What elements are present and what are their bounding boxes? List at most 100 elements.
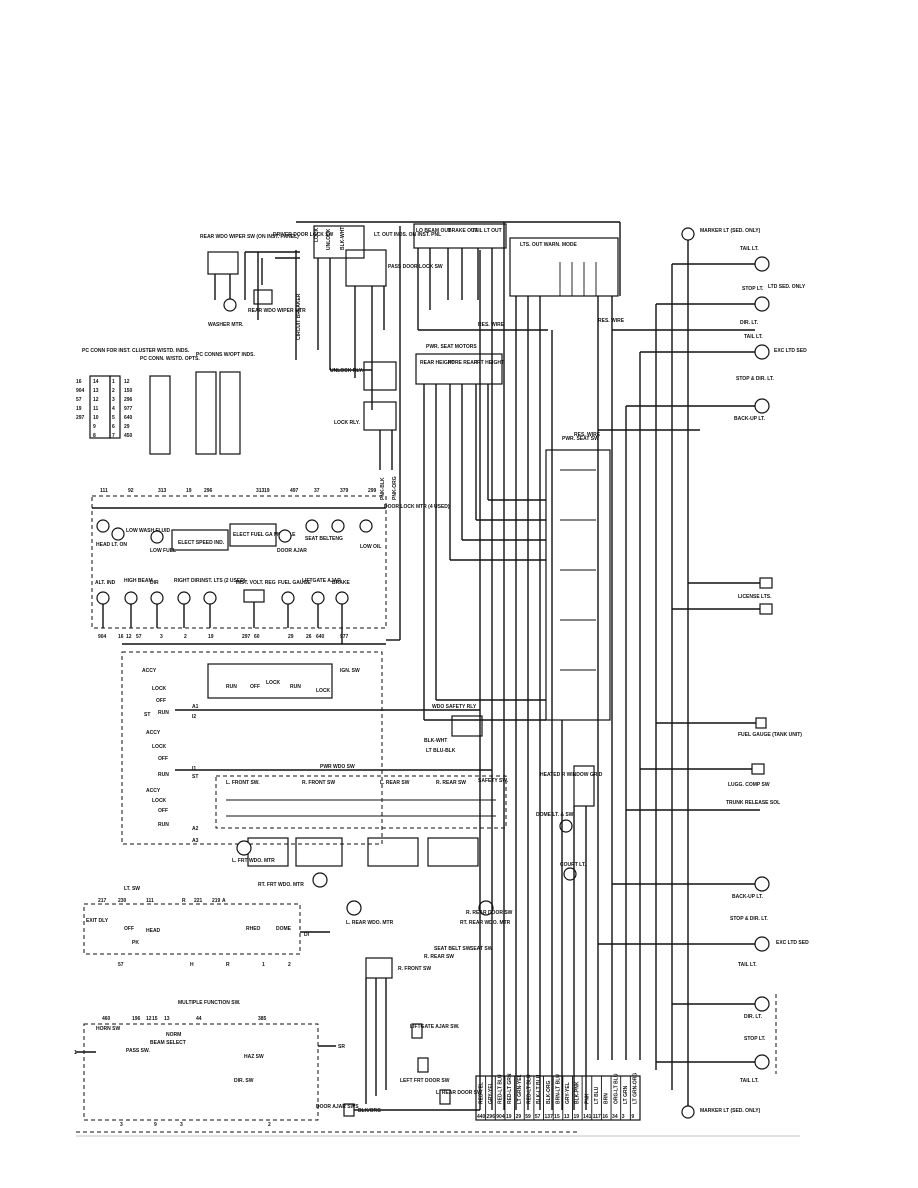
cluster-top-num: 299 (368, 488, 377, 494)
cluster-top-num: 92 (128, 488, 134, 494)
svg-text:RUN: RUN (158, 772, 169, 778)
connector-wire-color: BLK-PNK (575, 1081, 581, 1104)
cluster-bottom-num: 3 (160, 634, 163, 640)
low-wash-fluid-label: LOW WASH FLUID (126, 528, 171, 534)
seat-belt-label: SEAT BELT (305, 536, 332, 542)
svg-text:ST: ST (192, 774, 198, 780)
rear-wdo-wiper-sw (207, 251, 239, 275)
connector-wire-color: BLK-ORG (546, 1081, 552, 1104)
inst-volt-reg-label: INST. VOLT. REG (236, 580, 276, 586)
svg-text:1: 1 (74, 1050, 77, 1056)
haz-sw-label: HAZ SW (244, 1054, 264, 1060)
unlock-relay (363, 361, 397, 391)
ign-sw-label: IGN. SW (340, 668, 360, 674)
pc-conn-cell: 297 (76, 415, 85, 421)
dir-label: DIR (150, 580, 159, 586)
wdo-safety-rly-label: WDO SAFETY RLY (432, 704, 477, 710)
dir-lt-label-2: DIR. LT. (744, 1014, 763, 1020)
pwr-seat-sw-label: PWR. SEAT SW (562, 436, 599, 442)
pc-conn-cell: 6 (112, 424, 115, 430)
svg-text:LOCK: LOCK (266, 680, 281, 686)
cluster-bottom-num: 297 (242, 634, 251, 640)
right-bus-lines (597, 240, 760, 1106)
lt-sw-terminal: 219 (212, 898, 221, 904)
l-frt-wdo-mtr-label: L. FRT WDO. MTR (232, 858, 275, 864)
connector-wire-color: LT GRN-ORG (633, 1073, 639, 1104)
out-indicator-box (413, 223, 507, 249)
brake-label: BRAKE (332, 580, 350, 586)
eng-lamp (331, 519, 345, 533)
brake-out-label: BRAKE OUT (448, 228, 478, 234)
pwr-seat-motors-label: PWR. SEAT MOTORS (426, 344, 477, 350)
mfs-terminal: 460 (102, 1016, 111, 1022)
exit-dly-label: EXIT DLY (86, 918, 109, 924)
rheo-label: RHEO (246, 926, 261, 932)
fuel-gauge-symbol (281, 591, 295, 605)
tail-lamp-3 (754, 936, 770, 952)
lt-sw-bottom-terminal: 2 (288, 962, 291, 968)
pc-conn-cell: 57 (76, 397, 82, 403)
seat-belt-lamp (305, 519, 319, 533)
connector-wire-color: RED-LT BLU (527, 1074, 533, 1104)
pc-conn-cell: 640 (124, 415, 133, 421)
pc-conn-cell: 5 (112, 415, 115, 421)
rt-frt-wdo-mtr-symbol (312, 872, 328, 888)
l-rear-door-sw-box (439, 1089, 451, 1105)
rt-rear-wdo-mtr-label: RT. REAR WDO. MTR (460, 920, 511, 926)
lts-out-warn-mode-label: LTS. OUT WARN. MODE (520, 242, 578, 248)
pwr-seat-sw (545, 449, 611, 721)
mfs-terminal: 15 (152, 1016, 158, 1022)
back-up-lamp-1 (754, 398, 770, 414)
elect-speed-ind-label: ELECT SPEED IND. (178, 540, 225, 546)
safety-sw-label: SAFETY SW. (478, 778, 509, 784)
left-frt-door-sw-box (417, 1057, 429, 1073)
pc-conn-cell: 10 (93, 415, 99, 421)
pc-conn-cell: 8 (93, 433, 96, 439)
lts-out-warn-module (509, 237, 619, 297)
main-wire-bundle (122, 221, 621, 1110)
elect-fuel-ga-module-label: ELECT FUEL GA MODULE (233, 532, 296, 538)
cluster-top-num: 111 (100, 488, 108, 494)
pc-conn-cell: 2 (112, 388, 115, 394)
inst-volt-reg (243, 589, 265, 603)
lt-sw-terminal: R (182, 898, 186, 904)
cluster-bottom-num: 16 (118, 634, 124, 640)
low-oil-label: LOW OIL (360, 544, 381, 550)
heated-r-window-grid-label: HEATED R WINDOW GRID (540, 772, 603, 778)
l-rear-door-sw-label: L. REAR DOOR SW (436, 1090, 482, 1096)
pc-conn-cell: 9 (93, 424, 96, 430)
elect-fuel-ga-module (229, 523, 277, 547)
pc-conn-cell: 904 (76, 388, 85, 394)
pc-conn-cell: 296 (124, 397, 133, 403)
svg-text:ACCY: ACCY (146, 730, 161, 736)
svg-text:DI: DI (304, 932, 310, 938)
connector-wire-color: RED-LT BLU (498, 1074, 504, 1104)
svg-text:PK: PK (132, 940, 139, 946)
pc-conn-cell: 977 (124, 406, 133, 412)
pc-conn-std-opts (149, 375, 171, 455)
connector-wire-color: ORG-LT BLU (613, 1073, 619, 1104)
rear-wdo-wiper-mtr-label: REAR WDO WIPER MTR (248, 308, 306, 314)
svg-text:A2: A2 (192, 826, 199, 832)
connector-pin-number: 19 (506, 1114, 512, 1120)
door-ajar-label: DOOR AJAR (277, 548, 307, 554)
dir-lamp (150, 591, 164, 605)
stop-lamp-1 (754, 296, 770, 312)
connector-wire-color: BLK-LT BLU (536, 1074, 542, 1104)
svg-text:SR: SR (338, 1044, 345, 1050)
pc-conn-cell: 1 (112, 379, 115, 385)
rear-wdo-wiper-mtr (253, 289, 273, 305)
inst-lts-label: INST. LTS (2 USED) (200, 578, 246, 584)
pc-conn-cell: 11 (93, 406, 99, 412)
fuel-gauge-tank-unit-label: FUEL GAUGE (TANK UNIT) (738, 732, 802, 738)
connector-pin-number: 3 (622, 1114, 625, 1120)
connector-pin-number: 440 (477, 1114, 486, 1120)
rt-frt-wdo-mtr-label: RT. FRT WDO. MTR (258, 882, 304, 888)
